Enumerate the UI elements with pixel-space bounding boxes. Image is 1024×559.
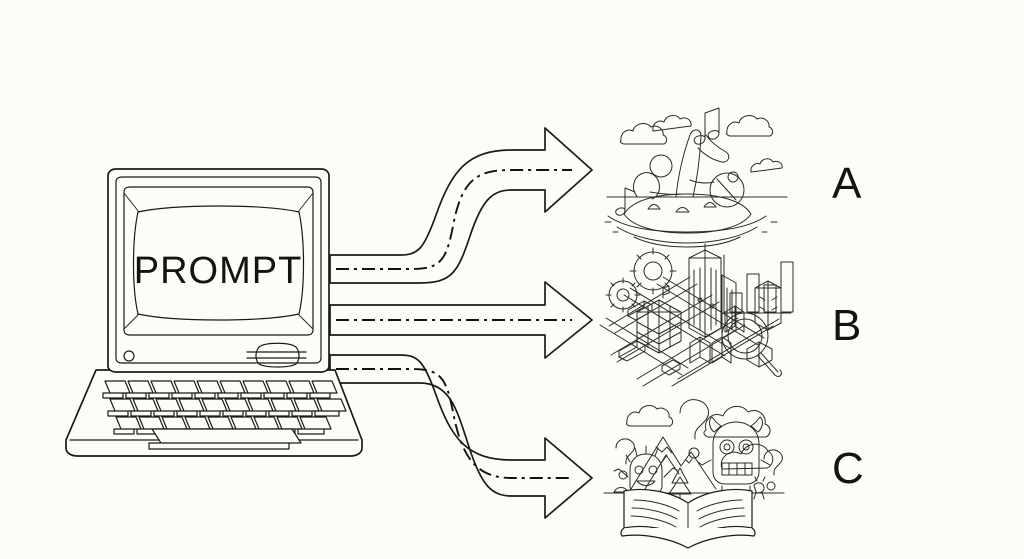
isometric-city-analytics-scene <box>599 243 794 387</box>
monster-icon <box>697 416 771 492</box>
small-creature-icon <box>753 476 766 500</box>
screen-surface <box>132 205 305 321</box>
arrow-a-centerline <box>336 169 572 270</box>
vehicle-icon <box>661 359 681 376</box>
magnifying-glass-icon <box>721 312 782 377</box>
sun-icon <box>709 172 745 208</box>
laptop-keyboard <box>102 380 347 450</box>
arrow-branch-a <box>329 127 593 284</box>
arrow-branch-b <box>329 281 593 359</box>
cloud-icon <box>652 114 692 132</box>
signpost-icon <box>662 285 670 299</box>
grid-building-icon <box>636 299 682 354</box>
cloud-icon <box>750 158 783 173</box>
question-mark-icon <box>763 449 783 491</box>
small-building-icon <box>711 336 732 364</box>
mountain-icon <box>644 454 680 490</box>
branch-label-b: B <box>832 301 861 350</box>
music-note-icon <box>693 107 720 145</box>
branch-label-a: A <box>832 159 862 208</box>
creative-leisure-island-scene <box>604 107 788 248</box>
cloud-icon <box>703 405 771 438</box>
arrow-branch-c <box>329 354 593 519</box>
music-note-icon <box>615 187 636 216</box>
monster-icon <box>613 445 678 495</box>
small-building-icon <box>689 336 711 364</box>
figure-body <box>633 129 730 200</box>
vehicle-icon <box>618 340 646 362</box>
open-book-icon <box>620 488 756 549</box>
mountain-peak-snow <box>655 446 693 464</box>
laptop-lid-bevel-outer <box>115 176 322 364</box>
island-detail <box>647 202 717 213</box>
figure-head <box>649 154 673 178</box>
question-mark-icon <box>615 438 635 480</box>
fantasy-storybook-scene <box>603 399 785 549</box>
screen-corner-bevels <box>123 192 314 330</box>
cloud-icon <box>725 115 773 137</box>
question-mark-icon <box>679 399 710 459</box>
gear-icon <box>605 277 641 313</box>
skyscraper-icon <box>688 243 737 339</box>
screen-frame <box>123 186 314 336</box>
tree-dot <box>697 297 715 309</box>
key-row-2 <box>107 398 347 417</box>
key-row-1 <box>102 380 338 399</box>
power-indicator-icon <box>123 350 135 362</box>
cloud-icon <box>619 123 667 145</box>
monster-horn <box>709 416 722 433</box>
mountain-icon <box>630 436 717 490</box>
spacebar-key <box>148 428 302 450</box>
gear-icon <box>629 247 677 295</box>
monster-horn <box>750 416 763 433</box>
water-ripples <box>604 215 778 248</box>
tower-building-icon <box>754 280 782 331</box>
laptop-computer: PROMPT <box>65 168 363 457</box>
screen-prompt-text: PROMPT <box>134 250 303 292</box>
branch-label-c: C <box>832 444 864 493</box>
vehicle-icon <box>627 300 653 321</box>
cloud-icon <box>625 405 673 427</box>
laptop-badge <box>246 342 307 368</box>
